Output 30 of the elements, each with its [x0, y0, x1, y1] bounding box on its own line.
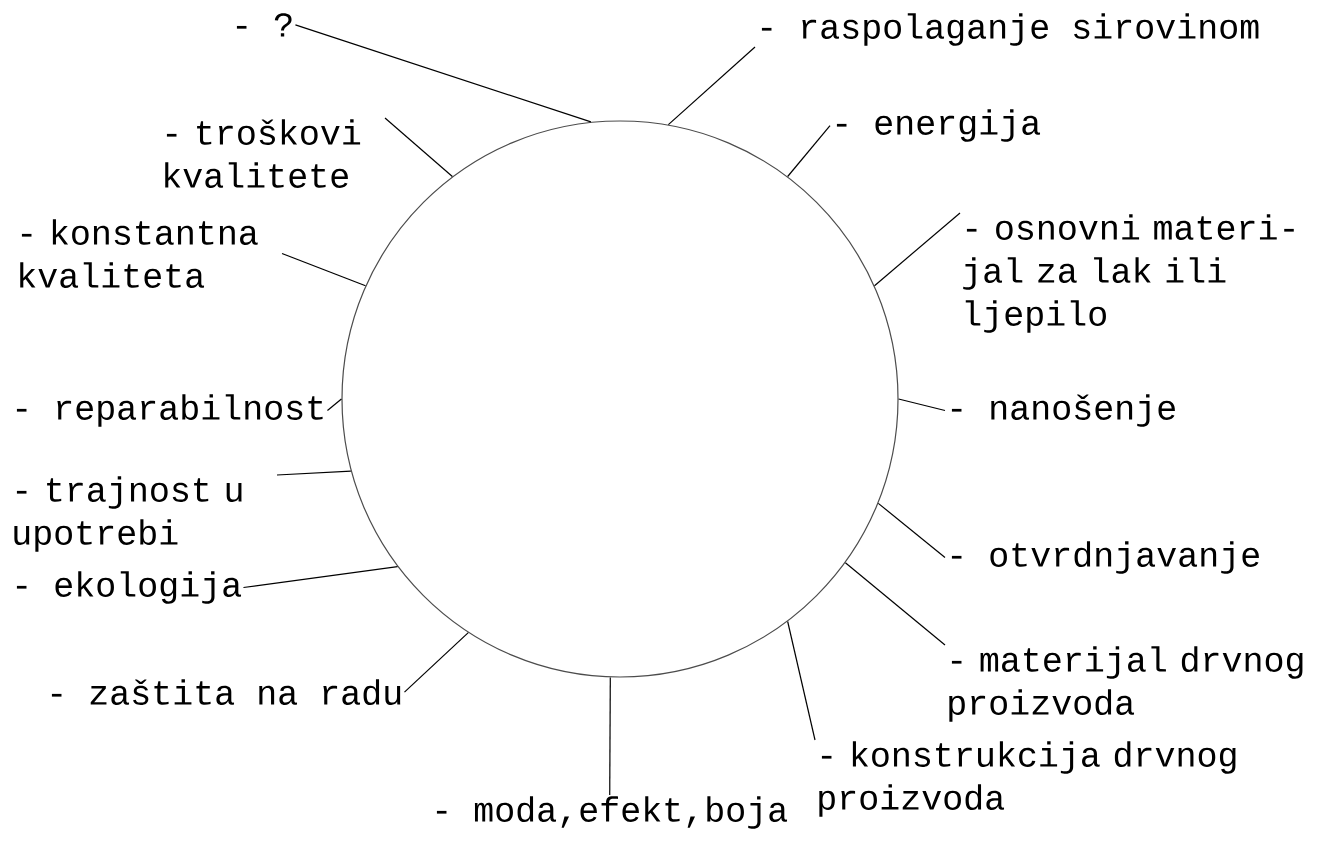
leader-line	[384, 117, 453, 178]
leader-line	[898, 398, 946, 412]
label-text: - energija	[836, 109, 1041, 142]
leader-line	[242, 566, 399, 589]
label-text: - materijal drvnog proizvoda	[949, 646, 1303, 722]
label-text: - ?	[236, 13, 292, 37]
leader-line	[667, 46, 756, 126]
label-text: - troškovi kvalitete	[165, 119, 361, 188]
leader-line	[403, 632, 469, 693]
leader-line	[281, 252, 367, 287]
label-text: - otvrdnjavanje	[951, 541, 1259, 574]
leader-line	[276, 470, 352, 476]
label-text: - reparabilnost	[16, 394, 323, 427]
leader-line	[877, 502, 946, 559]
label-text: - konstrukcija drvnog proizvoda	[819, 741, 1236, 817]
label-text: - zaštita na radu	[51, 679, 401, 705]
label-text: - osnovni materi- jal za lak ili ljepilo	[963, 214, 1294, 333]
label-text: - moda,efekt,boja	[436, 796, 788, 829]
leader-line	[787, 620, 816, 741]
label-text: - nanošenje	[951, 394, 1175, 427]
leader-line	[609, 676, 611, 796]
leader-line	[326, 398, 342, 412]
leader-line	[787, 124, 831, 178]
leader-line	[294, 24, 592, 123]
label-text: - ekologija	[16, 571, 242, 604]
leader-line	[873, 212, 961, 287]
label-text: - raspolaganje sirovinom	[761, 13, 1259, 46]
label-text: - konstantna kvaliteta	[20, 219, 258, 288]
leader-line	[844, 562, 946, 646]
label-text: - trajnost u upotrebi	[14, 476, 242, 552]
